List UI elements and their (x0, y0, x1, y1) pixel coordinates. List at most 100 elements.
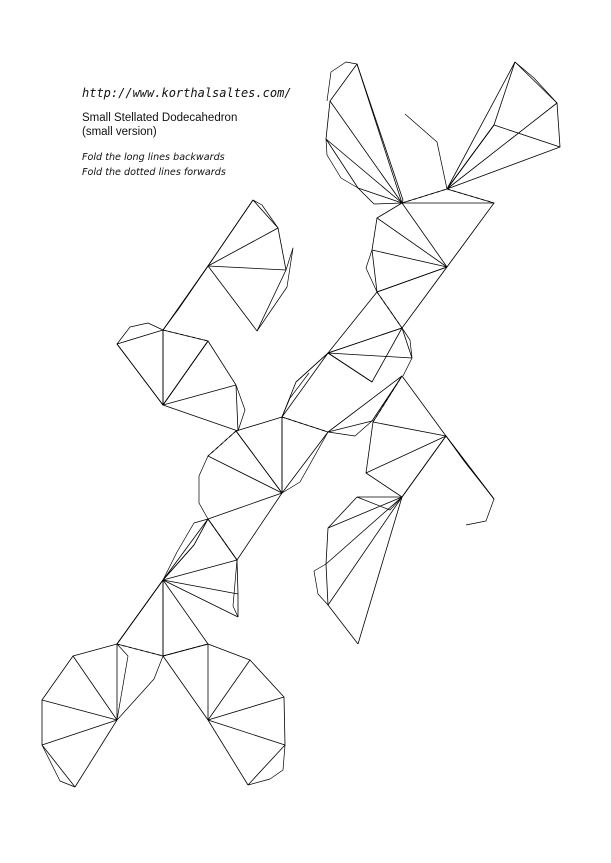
fan-left-middle-spoke-6 (162, 404, 239, 432)
model-title: Small Stellated Dodecahedron (small vers… (82, 111, 237, 139)
dotted-fold-8 (207, 518, 238, 561)
fan-right-lower-outline (325, 496, 359, 645)
fan-upper-center-spoke-4 (376, 266, 448, 293)
fan-top-right-a-spoke-5 (446, 61, 516, 190)
fan-upper-center-outline (371, 202, 448, 293)
fan-top-left-spoke-2 (357, 187, 403, 204)
fan-right-middle-outline (365, 375, 495, 500)
fan-bottom-right-spoke-1 (162, 655, 209, 721)
tab-17 (313, 563, 329, 606)
fan-top-right-a-spoke-4 (446, 102, 558, 190)
fan-left-upper-spoke-7 (207, 265, 258, 332)
tab-16 (356, 496, 403, 511)
tab-12 (327, 420, 373, 437)
fan-left-upper-spoke-6 (207, 265, 287, 271)
dotted-fold-10 (162, 643, 209, 657)
dotted-fold-5 (207, 430, 237, 457)
tab-19 (232, 559, 239, 618)
source-url: http://www.korthalsaltes.com/ (82, 86, 292, 100)
fan-left-middle-outline (116, 329, 239, 432)
fan-bottom-right-spoke-3 (207, 659, 251, 721)
tab-23 (247, 744, 286, 786)
dotted-fold-4 (162, 329, 209, 342)
tab-3 (404, 113, 448, 190)
fan-lower-center-spoke-4 (162, 518, 209, 581)
tab-11 (401, 327, 413, 377)
fan-left-middle-spoke-5 (162, 384, 237, 406)
fan-right-lower-spoke-4 (327, 496, 403, 606)
dotted-fold-6 (281, 416, 329, 433)
fan-left-upper-spoke-5 (207, 227, 279, 267)
fan-center-spoke-1 (281, 352, 329, 418)
fan-upper-center-spoke-1 (401, 202, 448, 268)
tab-1 (326, 61, 358, 102)
connecting-triangles (116, 188, 495, 657)
dotted-fold-1 (446, 188, 495, 204)
tab-9 (235, 384, 246, 432)
tab-22 (41, 744, 76, 788)
fan-top-left-spoke-1 (373, 202, 403, 205)
tri-upper-diagonal (401, 202, 495, 329)
fan-bottom-right-spoke-6 (207, 719, 249, 786)
fan-top-left-outline (325, 63, 404, 205)
fan-top-right-a-outline (446, 61, 561, 190)
fan-upper-center-spoke-2 (376, 217, 448, 268)
fan-right-lower-spoke-3 (325, 496, 403, 565)
fan-bottom-left-spoke-4 (41, 719, 118, 746)
dotted-fold-3 (376, 291, 403, 329)
fan-top-left-spoke-5 (356, 63, 403, 204)
tri-left-join (162, 329, 209, 406)
tab-14 (281, 431, 329, 494)
fan-right-middle-spoke-3 (365, 435, 447, 474)
fan-left-upper-outline (162, 199, 287, 332)
tab-7 (256, 247, 294, 332)
fan-lower-center-spoke-5 (162, 559, 238, 581)
fold-instruction-forward: Fold the dotted lines forwards (82, 167, 226, 178)
tab-20 (116, 643, 129, 721)
tri-right-join (327, 375, 403, 433)
fan-right-middle-spoke-1 (401, 375, 447, 437)
fan-lower-center-outline (116, 518, 239, 645)
fan-center-spoke-2 (295, 352, 329, 383)
fan-bottom-right-outline (162, 643, 286, 786)
tab-13 (198, 455, 209, 520)
fan-bottom-left-spoke-5 (74, 719, 118, 788)
fan-center-spoke-6 (327, 352, 413, 359)
fan-center-outline (281, 327, 413, 418)
tri-upper-join (327, 291, 403, 354)
tri-top-bridge (401, 188, 495, 204)
tab-8 (116, 322, 164, 345)
fan-right-lower-spoke-5 (357, 496, 403, 645)
tab-10 (281, 372, 310, 418)
tab-4 (514, 61, 558, 104)
fan-lower-center-spoke-6 (162, 579, 239, 595)
fan-bottom-left-spoke-2 (72, 655, 118, 721)
tab-6 (252, 199, 279, 229)
fan-top-right-a-spoke-6 (446, 124, 495, 190)
fan-top-right-a-spoke-3 (446, 146, 561, 190)
fan-lower-center-spoke-7 (162, 579, 239, 618)
tab-15 (445, 435, 495, 526)
fold-instruction-backward: Fold the long lines backwards (82, 152, 225, 163)
fan-right-middle-spoke-2 (372, 421, 447, 437)
dotted-fold-2 (401, 188, 448, 204)
tab-18 (162, 518, 209, 581)
fan-top-left-spoke-4 (329, 100, 403, 204)
fan-left-upper-spoke-2 (176, 265, 209, 312)
fan-lower-center-spoke-3 (162, 544, 195, 581)
tri-lower-left (116, 579, 164, 657)
fan-bottom-right-spoke-4 (207, 696, 285, 721)
fan-bottom-right-spoke-5 (207, 719, 286, 746)
tri-center-d (207, 492, 283, 561)
model-variant: (small version) (82, 126, 157, 138)
tab-5 (365, 249, 378, 293)
tab-21 (116, 655, 164, 721)
tab-2 (325, 138, 359, 189)
fan-top-left-spoke-3 (325, 138, 403, 204)
fan-center-spoke-4 (327, 352, 373, 383)
model-name: Small Stellated Dodecahedron (82, 112, 238, 124)
fan-right-lower-spoke-2 (327, 496, 403, 529)
fan-left-middle-spoke-2 (116, 343, 164, 406)
tri-lower-right (162, 579, 209, 657)
